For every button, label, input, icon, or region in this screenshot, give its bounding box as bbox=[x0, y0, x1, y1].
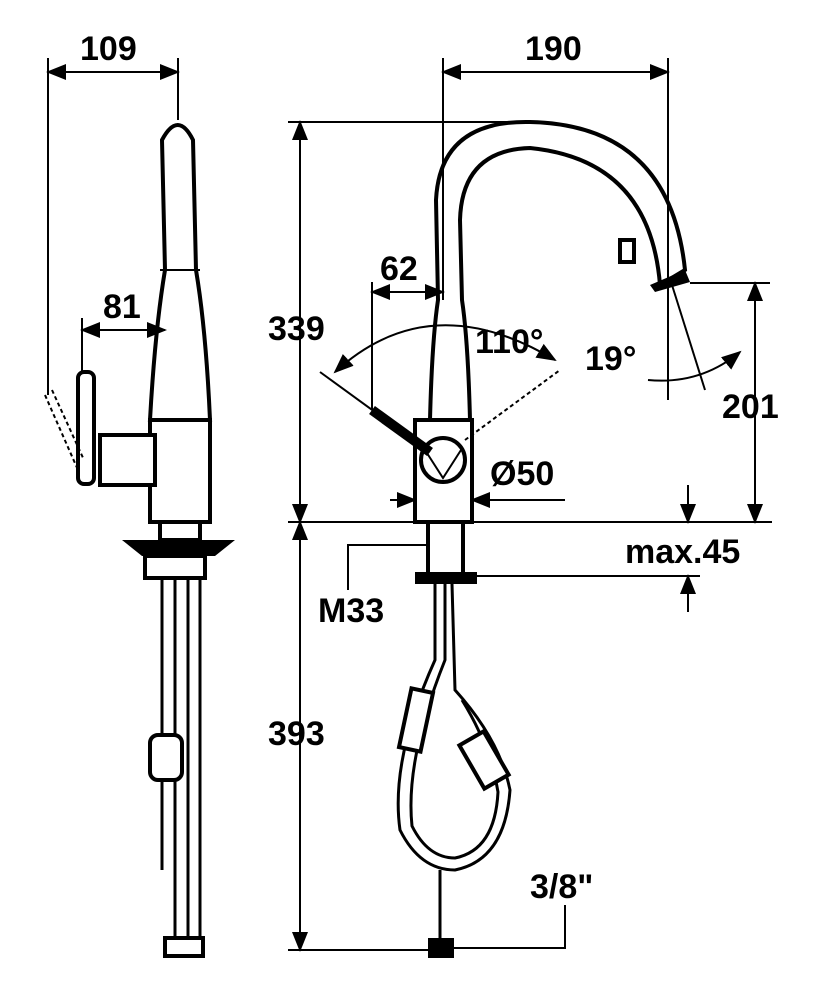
side-lever bbox=[76, 370, 96, 486]
dim-body-diameter: Ø50 bbox=[490, 455, 554, 493]
side-spout bbox=[147, 123, 213, 422]
side-handle-hub bbox=[98, 433, 157, 487]
front-view: 190 62 110° 19° 339 201 Ø50 max.45 M33 bbox=[268, 30, 779, 958]
side-hoses bbox=[148, 578, 205, 958]
side-body bbox=[148, 418, 212, 524]
dim-total-height: 339 bbox=[268, 310, 325, 348]
dim-lever-angle: 110° bbox=[475, 323, 543, 361]
dim-side-lever-offset: 81 bbox=[103, 288, 141, 326]
front-hoses bbox=[396, 583, 512, 958]
side-base-plate bbox=[122, 540, 235, 556]
dim-side-width: 109 bbox=[80, 30, 137, 68]
dim-outlet-height: 201 bbox=[722, 388, 779, 426]
front-spout bbox=[427, 119, 688, 422]
dim-front-lever-offset: 62 bbox=[380, 250, 418, 288]
mounting-nut bbox=[415, 572, 477, 584]
dim-connection: 3/8" bbox=[530, 868, 593, 906]
dim-spout-reach: 190 bbox=[525, 30, 582, 68]
dim-hose-length: 393 bbox=[268, 715, 325, 753]
dim-max-counter-thickness: max.45 bbox=[625, 533, 740, 571]
dim-spray-angle: 19° bbox=[585, 340, 636, 378]
dim-thread: M33 bbox=[318, 592, 384, 630]
spray-head bbox=[650, 270, 690, 292]
side-view: 109 81 bbox=[44, 30, 235, 958]
